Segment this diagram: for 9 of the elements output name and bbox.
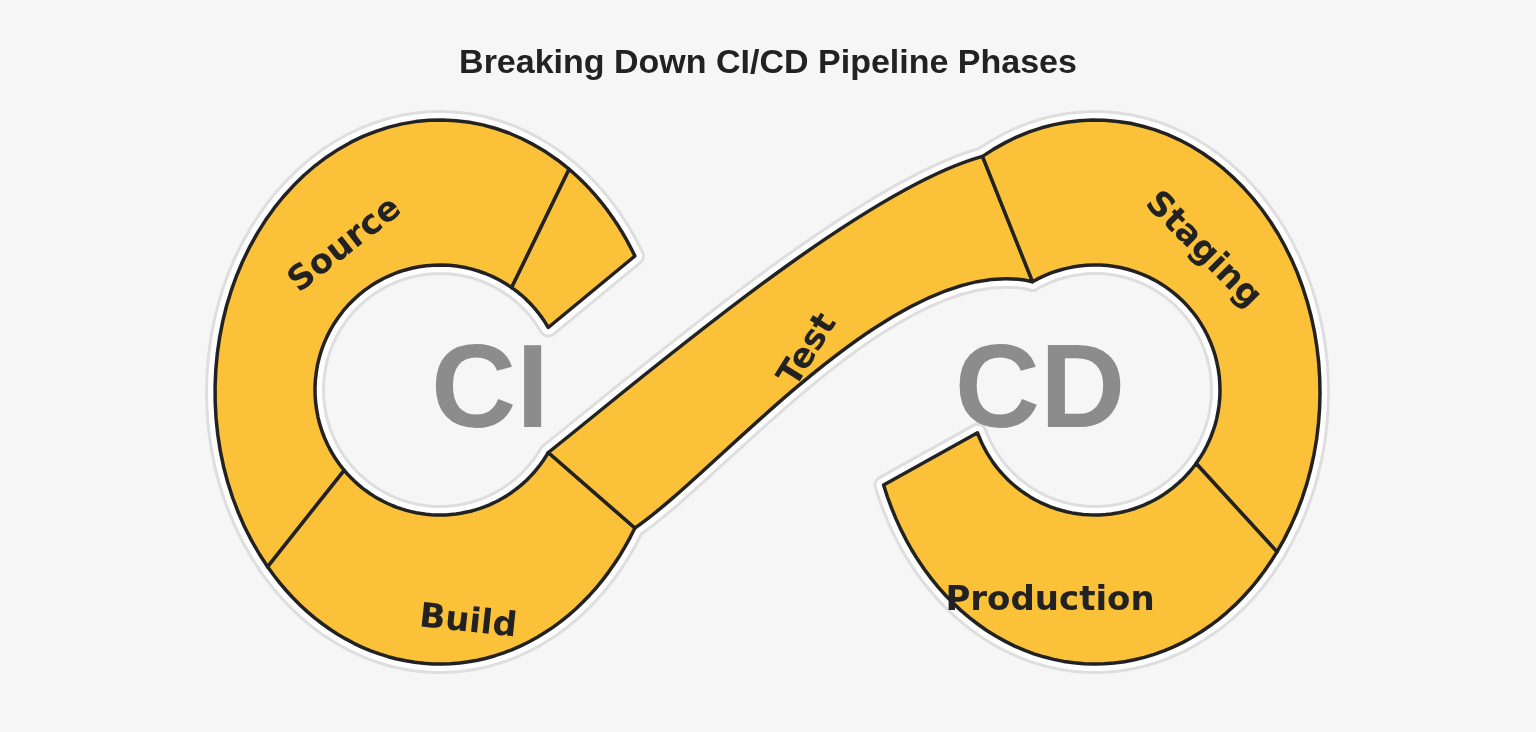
segment-label: Build (417, 594, 519, 645)
pipeline-segment (881, 431, 1279, 666)
loop-label: CI (431, 320, 549, 453)
loop-label: CD (954, 320, 1126, 453)
band-segment (509, 167, 637, 330)
pipeline-segment (265, 450, 637, 666)
segment-label: Production (945, 577, 1155, 618)
diagram-title: Breaking Down CI/CD Pipeline Phases (458, 42, 1078, 81)
pipeline-segment (213, 118, 571, 569)
